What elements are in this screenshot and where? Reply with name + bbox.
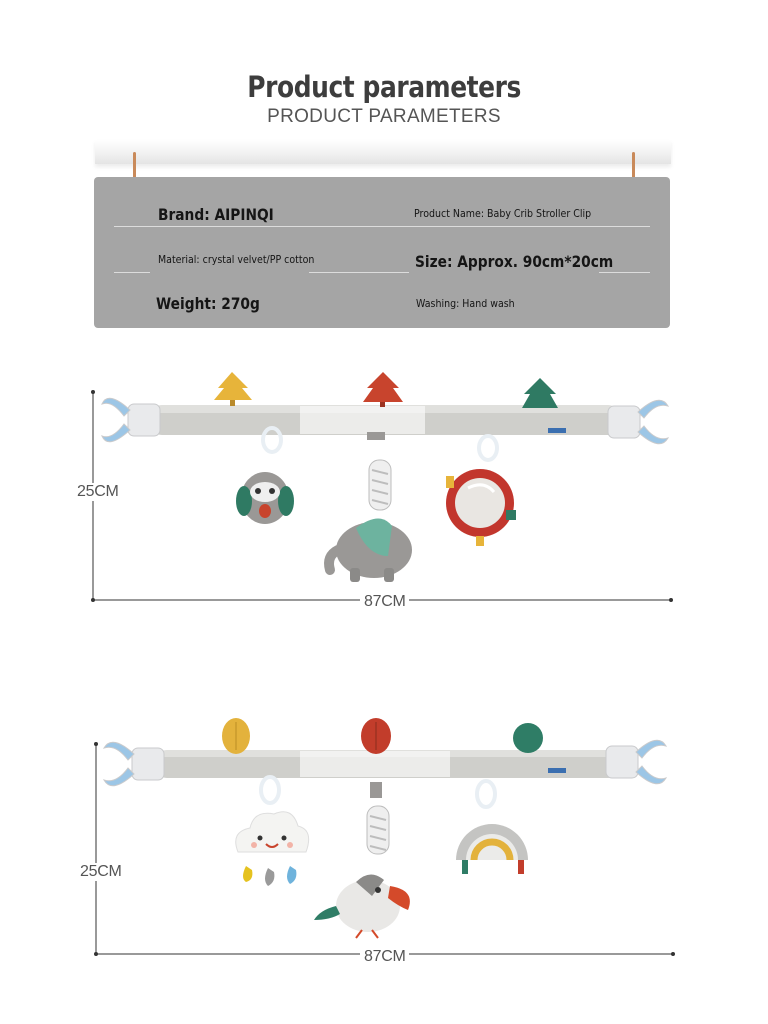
parameter-panel: Brand: AIPINQI Product Name: Baby Crib S… bbox=[94, 177, 670, 328]
clip-right-icon bbox=[607, 399, 670, 445]
clip-left-icon bbox=[101, 397, 161, 443]
height-label: 25CM bbox=[80, 863, 122, 881]
toy-bar-illustration-2 bbox=[94, 718, 675, 956]
rainbow-toy-icon bbox=[456, 779, 528, 874]
toy-bar-illustration-1 bbox=[91, 372, 673, 602]
param-divider bbox=[114, 272, 150, 273]
hanging-shelf bbox=[95, 140, 671, 164]
param-divider bbox=[114, 226, 650, 227]
param-product-name: Product Name: Baby Crib Stroller Clip bbox=[414, 207, 592, 220]
param-washing: Washing: Hand wash bbox=[416, 297, 515, 310]
clip-left-icon bbox=[102, 741, 165, 787]
product-diagram-2: 25CM 87CM bbox=[0, 710, 768, 980]
bird-toy-icon bbox=[314, 782, 410, 939]
product-diagram-1: 25CM 87CM bbox=[0, 360, 768, 620]
param-material: Material: crystal velvet/PP cotton bbox=[158, 253, 315, 266]
tag-icon bbox=[548, 768, 566, 773]
page-subtitle: PRODUCT PARAMETERS bbox=[267, 106, 501, 127]
page-title: Product parameters bbox=[247, 70, 521, 104]
mirror-toy-icon bbox=[446, 434, 516, 546]
tag-icon bbox=[548, 428, 566, 433]
elephant-toy-icon bbox=[324, 432, 412, 582]
leaf-red-icon bbox=[363, 372, 403, 407]
leaf-red-icon bbox=[361, 718, 391, 754]
leaf-green-icon bbox=[522, 378, 558, 408]
width-label: 87CM bbox=[360, 948, 410, 966]
leaf-green-icon bbox=[513, 723, 543, 753]
height-label: 25CM bbox=[77, 483, 119, 501]
clip-right-icon bbox=[605, 739, 668, 785]
width-label: 87CM bbox=[360, 593, 410, 611]
leaf-yellow-icon bbox=[214, 372, 252, 406]
param-divider bbox=[309, 272, 409, 273]
param-brand: Brand: AIPINQI bbox=[158, 205, 274, 224]
param-size: Size: Approx. 90cm*20cm bbox=[415, 252, 614, 271]
param-divider bbox=[599, 272, 650, 273]
cloud-toy-icon bbox=[235, 775, 310, 886]
plush-bar bbox=[155, 750, 620, 778]
title-block: Product parameters PRODUCT PARAMETERS bbox=[0, 70, 768, 128]
leaf-yellow-icon bbox=[222, 718, 250, 754]
owl-toy-icon bbox=[236, 426, 294, 524]
param-weight: Weight: 270g bbox=[156, 294, 260, 313]
